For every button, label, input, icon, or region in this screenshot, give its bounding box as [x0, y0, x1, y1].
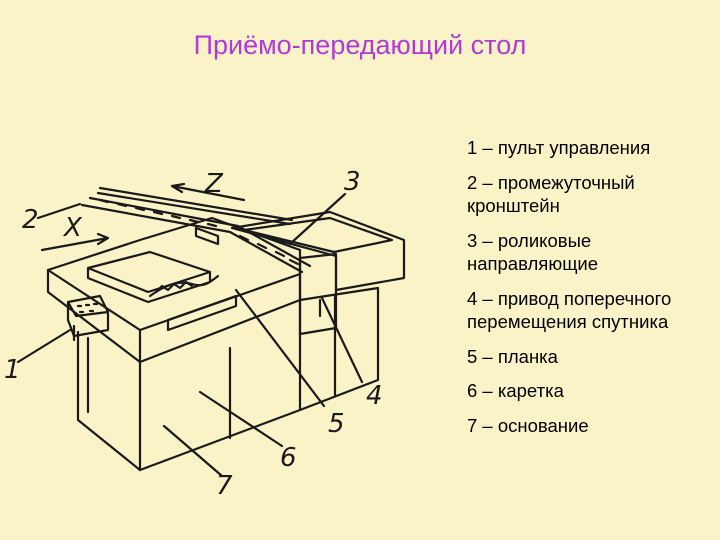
slide-title: Приёмо-передающий стол — [193, 30, 527, 60]
legend-item-7: 7 – основание — [467, 414, 589, 436]
legend-item-3: 3 – роликовые направляющие — [467, 229, 599, 275]
x-arrow — [40, 232, 110, 252]
axis-label-x: X — [62, 213, 83, 243]
legend-item-5: 5 – планка — [467, 345, 558, 367]
leader-lines — [16, 192, 364, 478]
callout-3: 3 — [344, 167, 361, 197]
axis-label-z: Z — [204, 169, 224, 199]
legend-item-4: 4 – привод поперечного перемещения спутн… — [467, 287, 672, 333]
callout-5: 5 — [328, 409, 345, 439]
carriage — [86, 250, 212, 304]
callout-7: 7 — [216, 471, 233, 500]
callout-4: 4 — [366, 381, 383, 411]
callout-1: 1 — [4, 355, 21, 385]
callout-6: 6 — [280, 443, 297, 473]
legend-item-2: 2 – промежуточный кронштейн — [467, 171, 635, 217]
base-front — [138, 298, 302, 472]
legend-list: 1 – пульт управления 2 – промежуточный к… — [467, 136, 717, 437]
z-arrow — [170, 182, 246, 202]
machine-drawing: Z X 1 2 3 4 5 6 7 — [4, 167, 406, 500]
base-left — [76, 330, 142, 472]
legend-item-1: 1 – пульт управления — [467, 137, 651, 158]
drive-unit — [230, 210, 406, 292]
legend-item-6: 6 – каретка — [467, 380, 564, 401]
callout-2: 2 — [22, 205, 39, 235]
control-panel — [66, 294, 110, 338]
